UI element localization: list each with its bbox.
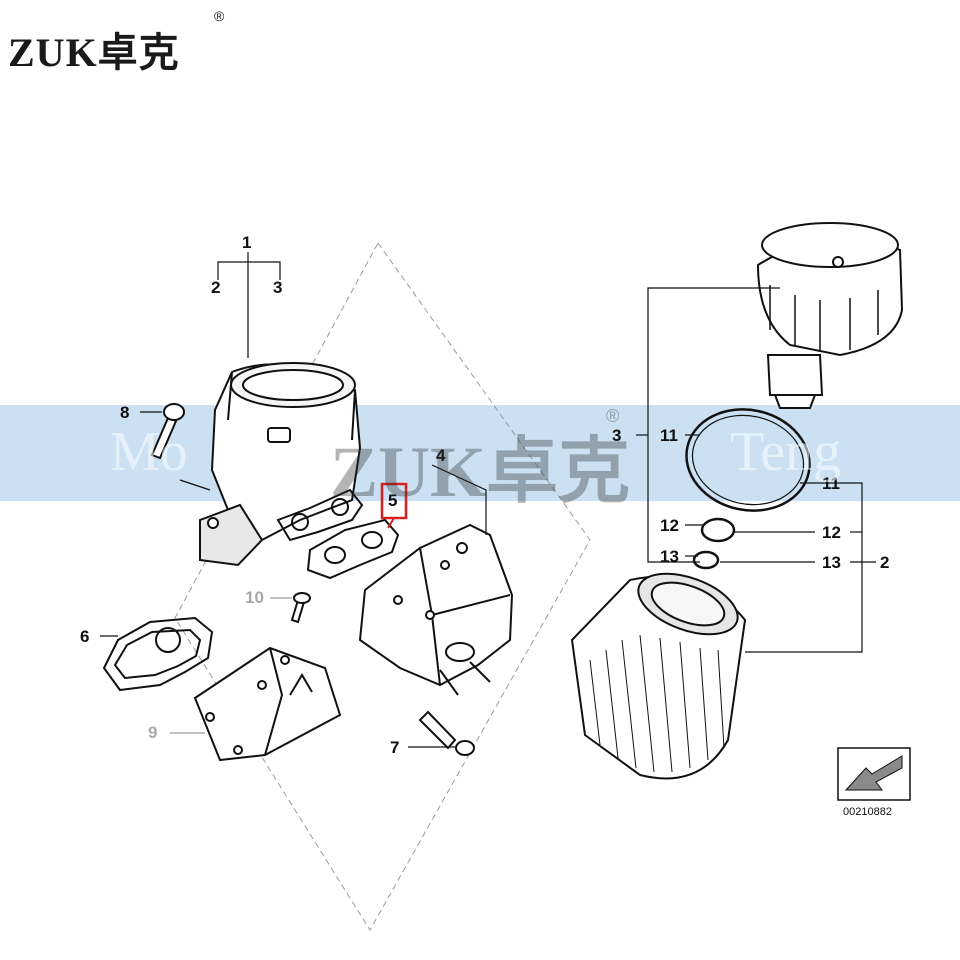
label-9: 9 <box>148 723 157 742</box>
label-2-top: 2 <box>211 278 220 297</box>
filter-cap <box>756 222 904 409</box>
brand-logo: ZUK卓克 <box>8 30 180 75</box>
label-13-b: 13 <box>822 553 841 572</box>
label-4: 4 <box>436 446 446 465</box>
label-13-a: 13 <box>660 547 679 566</box>
bracket-9 <box>193 646 342 762</box>
leaders-grey <box>170 597 292 734</box>
label-5: 5 <box>388 491 397 510</box>
screw-10 <box>290 592 311 624</box>
oil-cooler <box>358 523 514 696</box>
watermark-left-text: Mo <box>110 421 188 483</box>
label-3-top: 3 <box>273 278 282 297</box>
leaders-right <box>636 287 876 653</box>
label-11-b: 11 <box>822 474 840 493</box>
gasket-6 <box>102 616 214 692</box>
registered-mark: ® <box>214 8 225 24</box>
bolt-8 <box>150 403 185 460</box>
leaders-housing <box>100 252 487 637</box>
label-1: 1 <box>242 233 251 252</box>
label-12-a: 12 <box>660 516 679 535</box>
filter-housing <box>199 362 362 567</box>
label-2-right: 2 <box>880 553 889 572</box>
diagram-code: 00210882 <box>843 806 892 818</box>
filter-element <box>570 572 747 780</box>
gasket-5 <box>306 518 400 580</box>
watermark-right-text: Teng <box>730 421 842 483</box>
label-7: 7 <box>390 738 399 757</box>
bolt-7 <box>418 710 475 756</box>
label-10: 10 <box>245 588 264 607</box>
watermark-registered-mark: ® <box>606 406 620 426</box>
label-12-b: 12 <box>822 523 841 542</box>
label-6: 6 <box>80 627 89 646</box>
label-11-a: 11 <box>660 426 678 445</box>
watermark-center-text: ZUK卓克 <box>330 432 631 512</box>
label-8: 8 <box>120 403 129 422</box>
o-ring-13 <box>692 550 720 570</box>
arrow-icon <box>844 755 903 791</box>
diagram-code-box: 00210882 <box>837 747 911 818</box>
highlight-leader <box>387 517 395 529</box>
o-ring-11-inner <box>691 414 805 506</box>
o-ring-11 <box>685 408 811 512</box>
o-ring-12 <box>700 517 736 543</box>
housing-gasket <box>276 488 364 542</box>
label-3-right: 3 <box>612 426 621 445</box>
